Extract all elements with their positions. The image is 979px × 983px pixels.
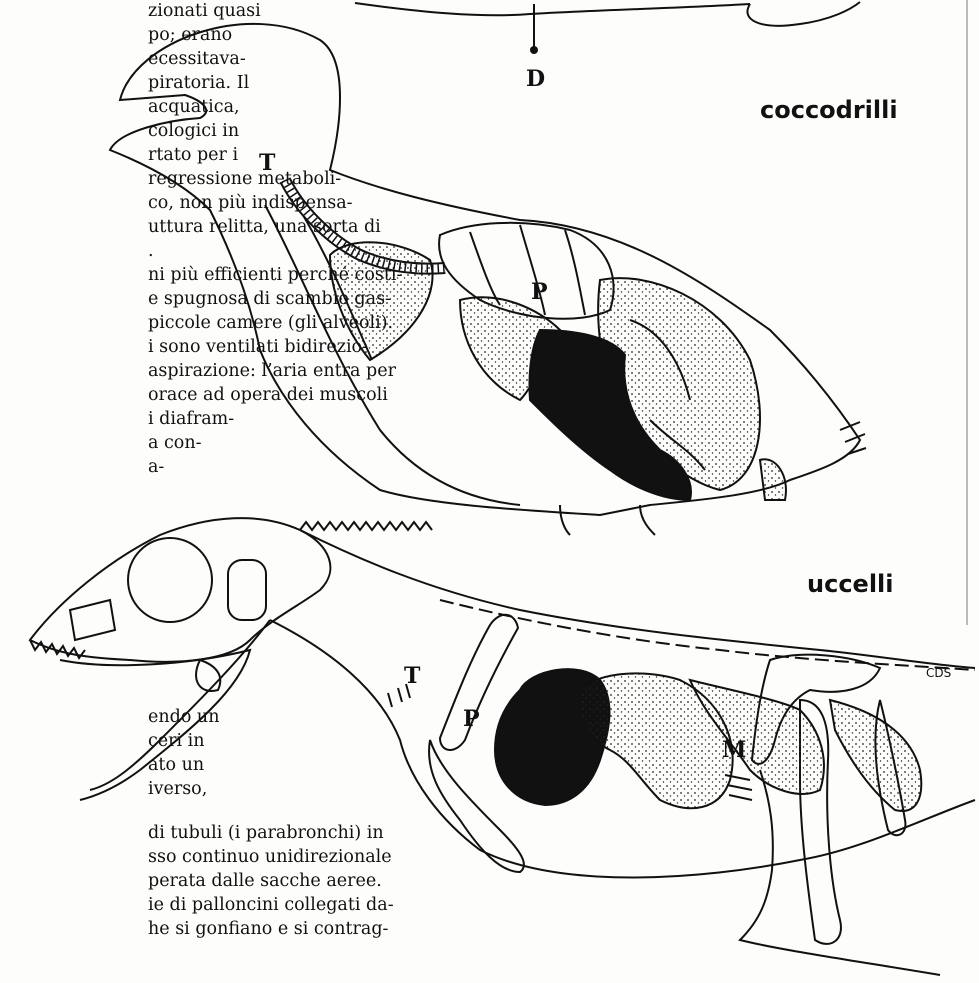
text-line: di tubuli (i parabronchi) in — [148, 822, 384, 844]
text-line: cologici in — [148, 120, 239, 142]
dino-air-sac-3 — [830, 700, 921, 811]
label-p-dino: P — [463, 706, 480, 732]
label-t-bird: T — [259, 150, 275, 176]
text-line: iverso, — [148, 778, 207, 800]
label-p-bird: P — [531, 279, 548, 305]
text-line: po; erano — [148, 24, 232, 46]
text-line: ato un — [148, 754, 204, 776]
text-line: co, non più indispensa- — [148, 192, 353, 214]
text-line: regressione metaboli- — [148, 168, 341, 190]
text-line: ni più efficienti perché costi- — [148, 264, 402, 286]
text-line: uttura relitta, una sorta di — [148, 216, 381, 238]
label-d: D — [526, 66, 545, 92]
text-line: ecessitava- — [148, 48, 246, 70]
text-line: rtato per i — [148, 144, 238, 166]
text-line: i sono ventilati bidirezio- — [148, 336, 368, 358]
text-line: aspirazione: l’aria entra per — [148, 360, 396, 382]
label-uccelli: uccelli — [807, 570, 894, 598]
text-line: a- — [148, 456, 164, 478]
text-line: endo un — [148, 706, 219, 728]
text-line: piratoria. Il — [148, 72, 249, 94]
text-line: perata dalle sacche aeree. — [148, 870, 382, 892]
text-line: e spugnosa di scambio gas- — [148, 288, 391, 310]
label-m: M — [722, 737, 746, 763]
signature: CDS — [926, 666, 951, 680]
page-edge-line — [966, 0, 968, 625]
text-line: acquatica, — [148, 96, 240, 118]
text-line: sso continuo unidirezionale — [148, 846, 392, 868]
text-line: ceri in — [148, 730, 205, 752]
text-line: orace ad opera dei muscoli — [148, 384, 388, 406]
text-line: piccole camere (gli alveoli). — [148, 312, 393, 334]
text-line: . — [148, 240, 154, 262]
upper-fragment — [355, 2, 860, 53]
text-line: a con- — [148, 432, 202, 454]
text-line: zionati quasi — [148, 0, 261, 22]
label-coccodrilli: coccodrilli — [760, 96, 898, 124]
text-line: i diafram- — [148, 408, 234, 430]
text-line: ie di palloncini collegati da- — [148, 894, 394, 916]
dino-neck-back — [300, 530, 975, 668]
label-t-dino: T — [404, 663, 420, 689]
text-line: he si gonfiano e si contrag- — [148, 918, 388, 940]
